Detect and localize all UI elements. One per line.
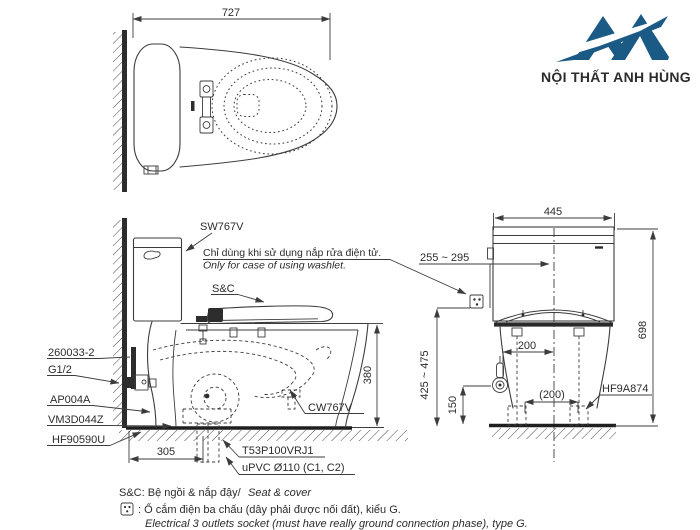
dim-305: 305 [157,446,175,458]
label-valve: AP004A [50,394,91,406]
plug-symbol [492,356,508,393]
dim-150: 150 [447,396,459,414]
wall-hatch-side [113,220,122,426]
seat-arc-inner [505,312,601,323]
dim-socket-height: 425 ~ 475 [419,350,431,399]
rear-view: 445 698 255 ~ 295 425 ~ 475 200 (200) 15… [419,206,658,462]
top-view: 727 [113,7,338,192]
pedestal-right [596,326,611,409]
wall [122,30,127,192]
tank-side [132,237,183,322]
label-thread: G1/2 [48,364,72,376]
dim-698: 698 [637,321,649,339]
socket-footnote-icon [120,502,134,516]
bowl-outline-top [179,46,338,168]
supply-fittings [124,347,157,391]
flush-lever [143,250,161,260]
seat-arc-outer [495,309,612,323]
footnote-socket-en: Electrical 3 outlets socket (must have r… [145,518,528,530]
tank-top-view [133,43,181,172]
footnotes: S&C: Bệ ngồi & nắp đậy/ Seat & cover : Ổ… [119,486,528,530]
footnote-socket-vi: : Ổ cắm điện ba chấu (dây phải được nối … [138,503,401,516]
logo-slash-gap [560,16,672,58]
label-outlet-joint: T53P100VRJ1 [242,445,314,457]
dim-727: 727 [222,7,240,19]
socket-icon [469,294,484,309]
footnote-seat-vi: S&C: Bệ ngồi & nắp đậy/ [119,486,242,499]
tank-rear [492,226,615,322]
label-flange: HF90590U [52,434,105,446]
washlet-seat [196,305,334,345]
label-drain-pipe: uPVC Ø110 (C1, C2) [242,462,345,474]
bowl-side [147,320,383,429]
nozzle [196,316,207,322]
label-bowl: CW767V [308,402,353,414]
logo-text: NỘI THẤT ANH HÙNG [541,68,691,85]
label-hose: VM3D044Z [48,414,104,426]
seat-hinge [191,80,214,134]
tank-clip [487,247,494,260]
dim-380: 380 [362,366,374,384]
dim-200: 200 [518,340,536,352]
side-view: SW767V Chỉ dùng khi sử dụng nắp rửa điện… [47,218,467,475]
seat-rings [211,57,333,155]
foot-right [569,405,589,426]
floor-hatch-side [119,430,408,441]
wall-side [122,218,127,428]
footnote-seat-en: Seat & cover [248,487,312,499]
label-foot: HF9A874 [602,383,648,395]
logo-peak-right [611,14,669,60]
label-tank: SW767V [200,221,244,233]
logo: NỘI THẤT ANH HÙNG [541,14,691,85]
label-seat-cover: S&C [212,283,235,295]
pedestal-left [499,326,514,409]
supply-tab [143,165,159,175]
dim-445: 445 [544,206,562,218]
seat-hinge-side [208,308,223,322]
dim-socket-offset: 255 ~ 295 [420,252,469,264]
trapway-hidden-lines [152,339,332,463]
wall-hatch [113,32,122,190]
dim-200b: (200) [539,389,565,401]
label-supply: 260033-2 [48,347,95,359]
note-washlet-vi: Chỉ dùng khi sử dụng nắp rửa điện tử. [203,246,381,259]
note-washlet-en: Only for case of using washlet. [203,260,346,272]
foot-left [507,405,527,426]
